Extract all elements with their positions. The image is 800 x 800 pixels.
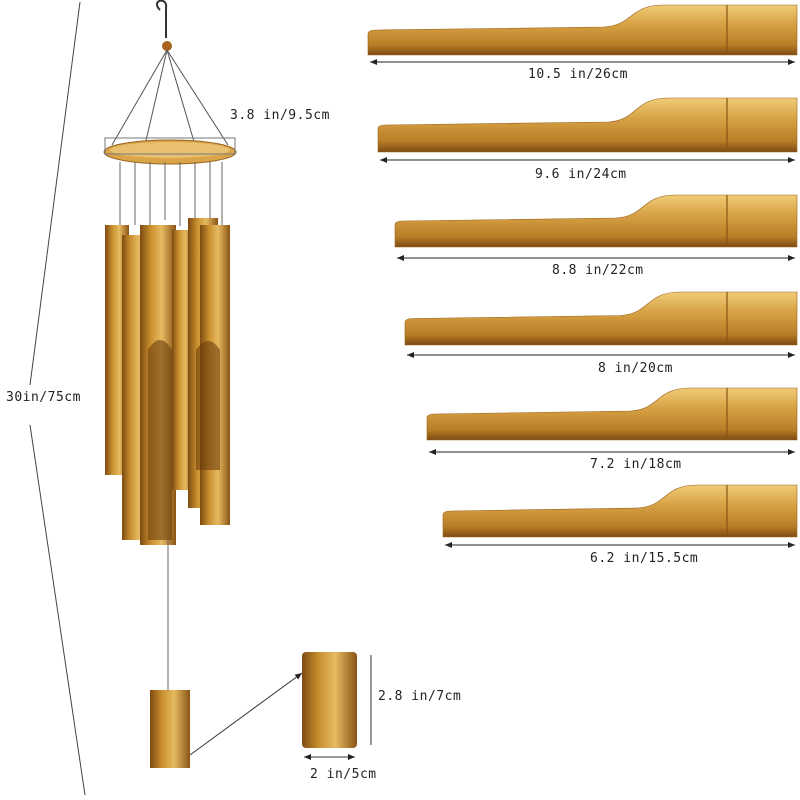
bamboo-tube-5	[426, 387, 798, 455]
bamboo-tube-6	[442, 484, 798, 548]
wind-chime	[103, 0, 303, 768]
bamboo-tube-2	[377, 97, 798, 163]
disc-width-label: 3.8 in/9.5cm	[230, 108, 330, 123]
hook-icon	[156, 0, 168, 38]
overall-height-label: 30in/75cm	[6, 390, 81, 405]
tube-list	[367, 4, 798, 548]
tube-2-label: 9.6 in/24cm	[535, 167, 627, 182]
overall-height-dimension	[29, 1, 86, 796]
wind-catcher-height-label: 2.8 in/7cm	[378, 689, 462, 704]
disc-width-bracket	[104, 137, 236, 155]
wind-catcher-width-label: 2 in/5cm	[310, 767, 377, 782]
tube-1-label: 10.5 in/26cm	[528, 67, 628, 82]
wind-catcher-detail	[302, 652, 372, 760]
bamboo-tube-4	[404, 291, 798, 358]
tube-3-label: 8.8 in/22cm	[552, 263, 644, 278]
tube-5-label: 7.2 in/18cm	[590, 457, 682, 472]
bamboo-tube-3	[394, 194, 798, 261]
bamboo-tube-1	[367, 4, 798, 65]
tube-4-label: 8 in/20cm	[598, 361, 673, 376]
tube-6-label: 6.2 in/15.5cm	[590, 551, 699, 566]
